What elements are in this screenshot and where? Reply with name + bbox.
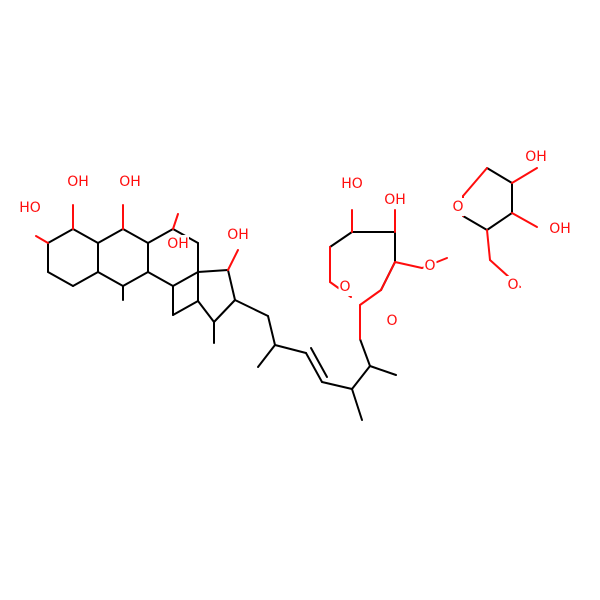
o-bond-17 (511, 212, 538, 228)
c-bond-30 (310, 347, 328, 378)
methoxy-oxygen: O (507, 277, 518, 293)
hydroxyl-label-4-bg (67, 173, 89, 191)
hydroxyl-label-sugar1-b-bg (384, 191, 406, 209)
c-bond-41 (486, 212, 513, 231)
hydroxyl-label-4: OH (67, 174, 89, 190)
hydroxyl-label-6: OH (119, 174, 141, 190)
hydroxyl-label-3: HO (19, 200, 41, 216)
c-bond-40 (462, 215, 488, 231)
glycosidic-oxygen-2-bg (423, 257, 437, 275)
c-bond-17 (227, 269, 236, 301)
o-bond-4 (227, 249, 239, 271)
c-bond-35 (359, 338, 371, 367)
c-bond-32 (351, 388, 363, 421)
c-bond-31 (321, 381, 353, 390)
c-bond-6 (97, 228, 124, 244)
hydroxyl-label-6-bg (119, 173, 141, 191)
glycosidic-oxygen-1-bg (385, 312, 399, 330)
glycosidic-oxygen-2: O (424, 258, 435, 274)
ring-oxygen-sugar2: O (452, 199, 463, 215)
glycosidic-oxygen-1: O (386, 313, 397, 329)
c-bond-27 (257, 344, 276, 368)
c-bond-18 (213, 299, 236, 323)
methoxy-oxygen-bg (506, 276, 520, 294)
c-bond-43 (486, 167, 513, 184)
o-bond-0 (35, 235, 49, 244)
c-bond-14 (172, 271, 199, 287)
hydroxyl-label-sugar1-a: HO (341, 176, 363, 192)
c-bond-22 (172, 300, 199, 316)
hydroxyl-label-9-bg (167, 235, 189, 253)
ring-oxygen-sugar1: O (339, 279, 350, 295)
o-bond-16 (511, 167, 538, 184)
c-bond-3 (72, 271, 99, 287)
hydroxyl-label-15-bg (227, 226, 249, 244)
hydroxyl-label-9: OH (167, 236, 189, 252)
c-bond-15 (147, 271, 174, 287)
c-bond-28 (274, 344, 307, 354)
c-bond-10 (97, 271, 124, 287)
o-bond-12 (394, 261, 423, 269)
oxygen-bonds-layer (35, 167, 538, 340)
c-bond-36 (329, 231, 353, 248)
ring-oxygen-sugar2-bg (451, 198, 465, 216)
ring-oxygen-sugar1-bg (338, 278, 352, 296)
hydroxyl-label-sugar2-b-bg (549, 220, 571, 238)
hydroxyl-label-sugar2-a-bg (525, 148, 547, 166)
c-bond-25 (234, 299, 269, 317)
c-bond-0 (47, 228, 74, 244)
atom-labels-layer: HO OH OH OH OH HO OH O O O O OH OH O (19, 148, 571, 330)
hydroxyl-label-3-bg (19, 199, 41, 217)
o-bond-9 (359, 289, 382, 306)
c-bond-1 (72, 228, 99, 244)
hydroxyl-label-sugar2-b: OH (549, 221, 571, 237)
c-bond-11 (147, 228, 174, 244)
hydroxyl-label-sugar1-a-bg (341, 175, 363, 193)
o-bond-11 (380, 261, 396, 291)
hydroxyl-label-sugar2-a: OH (525, 149, 547, 165)
o-bond-3 (172, 213, 179, 230)
o-bond-15 (462, 167, 488, 197)
c-bond-7 (122, 228, 149, 244)
c-bond-26 (267, 315, 276, 346)
c-bond-29 (305, 352, 323, 383)
bonds-layer (47, 167, 513, 421)
hydroxyl-label-sugar1-b: OH (384, 192, 406, 208)
hydroxyl-label-15: OH (227, 227, 249, 243)
c-bond-16 (197, 269, 229, 273)
c-bond-34 (369, 365, 397, 376)
c-bond-33 (351, 365, 371, 390)
c-bond-19 (197, 300, 215, 323)
c-bond-4 (47, 271, 74, 287)
o-bond-18 (486, 229, 491, 261)
c-bond-9 (122, 271, 149, 287)
